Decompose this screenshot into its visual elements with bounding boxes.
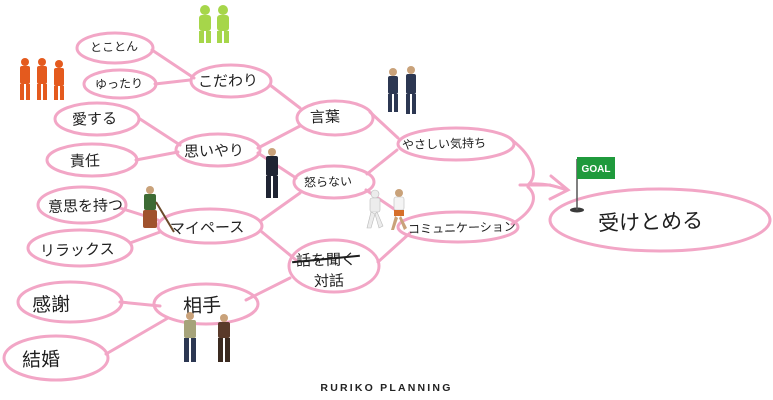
hazmat-figures-icon [199,5,229,43]
link-line [150,48,196,80]
link-line [260,230,298,262]
node-relax: リラックス [39,240,115,260]
link-line [376,231,412,264]
node-hanashi: 話を聞く [292,248,360,271]
link-line [134,150,180,162]
runner-figures-icon [366,189,407,230]
node-ring-ai-suru [53,101,141,137]
businessman-figures-icon [388,66,416,114]
couple-figures-icon [184,312,230,362]
node-ai-suru: 愛する [71,109,118,129]
node-ring-aite [152,282,260,326]
node-ring-tokoton [75,31,155,65]
node-ring-kodawari [189,63,273,99]
goal-arrowhead [548,174,571,201]
link-line [138,117,182,147]
node-ring-okoranai [292,164,376,200]
link-line [153,78,192,86]
node-ring-communication [396,210,520,244]
link-line [368,110,400,140]
goal-flag-label: GOAL [582,164,611,175]
node-ishi: 意思を持つ [47,196,124,216]
goal-flag-icon: GOAL [570,157,615,213]
node-okoranai: 怒らない [303,174,353,190]
node-kotoba: 言葉 [309,107,341,127]
link-line [260,191,302,222]
node-kekkon: 結婚 [21,348,61,372]
worker-figures-icon [20,58,64,100]
link-line [365,148,399,176]
node-ring-goal [548,187,772,253]
node-ring-yasashii [396,126,516,162]
node-omoiyari: 思いやり [183,141,245,161]
node-ring-ishi [36,185,128,225]
node-mypace: マイペース [169,218,245,238]
node-ring-relax [26,228,134,268]
node-ring-yuttari [82,68,158,100]
node-ring-kansha [16,280,124,324]
node-ring-omoiyari [174,132,262,168]
link-line [510,138,535,187]
node-ring-kotoba [295,99,375,137]
node-kodawari: こだわり [197,71,259,91]
node-ring-kekkon [2,334,110,382]
link-line [268,83,302,110]
goal-arrow [528,182,569,192]
link-line [104,316,170,356]
node-yuttari: ゆったり [94,76,144,92]
node-ring-hanashi [287,238,381,294]
footer-credit: RURIKO PLANNING [320,382,453,394]
link-line [256,124,302,150]
link-line [510,185,535,226]
node-ring-mypace [156,207,264,245]
node-yasashii: やさしい気持ち [401,135,487,153]
node-tokoton: とことん [89,39,139,55]
node-taiwa: 対話 [313,271,345,291]
node-ring-sekinin [45,142,139,178]
link-line [128,230,162,245]
businessman-figure-icon [266,148,278,198]
sweeper-figure-icon [143,186,175,233]
node-kansha: 感謝 [31,293,71,317]
node-sekinin: 責任 [69,151,101,171]
node-communication: コミュニケーション [407,219,516,237]
